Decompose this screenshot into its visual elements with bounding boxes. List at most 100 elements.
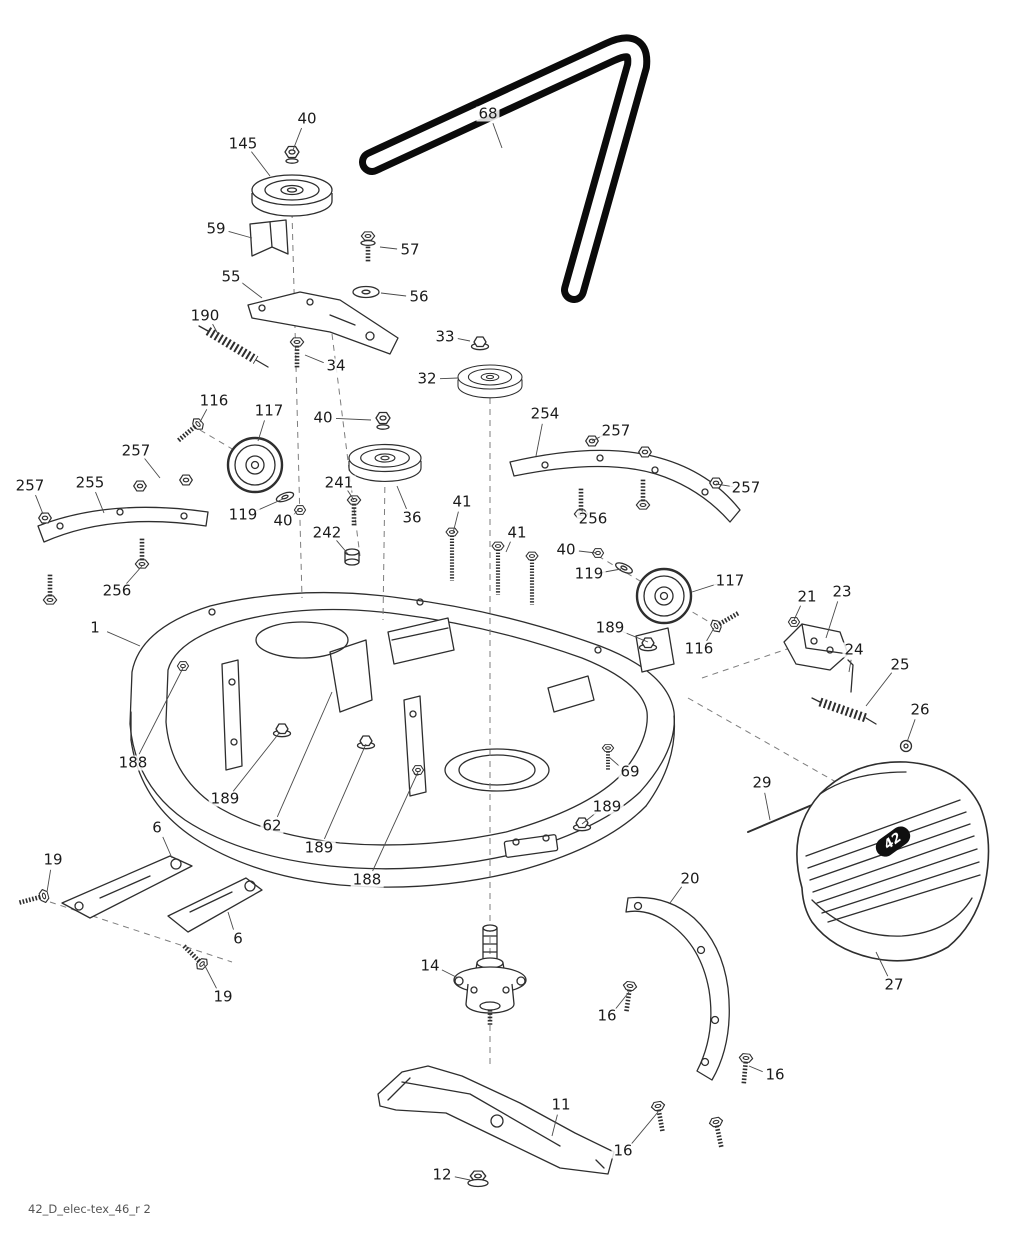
callout-56-6: 56 xyxy=(407,287,431,306)
leader-line-41-24 xyxy=(505,541,511,553)
callout-257-26: 257 xyxy=(729,478,763,497)
leader-line-41-20 xyxy=(452,511,459,534)
leader-line-254-14 xyxy=(535,423,543,457)
leader-line-20-50 xyxy=(669,886,683,904)
leader-line-256-33 xyxy=(125,565,143,585)
leader-line-36-21 xyxy=(396,485,407,510)
callout-23-32: 23 xyxy=(830,582,854,601)
leader-line-40-13 xyxy=(335,417,372,421)
leader-line-19-54 xyxy=(203,963,217,989)
callout-41-24: 41 xyxy=(505,523,529,542)
callout-1-34: 1 xyxy=(88,618,102,637)
leader-line-56-6 xyxy=(380,292,407,297)
callout-59-3: 59 xyxy=(204,219,228,238)
leader-line-26-39 xyxy=(906,719,916,743)
leader-line-6-46 xyxy=(162,836,173,859)
leader-line-55-5 xyxy=(241,282,263,299)
leader-line-32-10 xyxy=(439,377,459,380)
pivot-bolt-241-spacer-242 xyxy=(344,496,361,566)
callout-6-46: 6 xyxy=(150,818,164,837)
callout-21-31: 21 xyxy=(795,587,819,606)
callout-41-20: 41 xyxy=(450,492,474,511)
idler-pulley-145 xyxy=(249,145,333,257)
leader-line-24-37 xyxy=(848,659,852,673)
leader-line-34-9 xyxy=(304,354,324,364)
callout-12-59: 12 xyxy=(430,1165,454,1184)
callout-55-5: 55 xyxy=(219,267,243,286)
leader-line-1-34 xyxy=(106,631,141,647)
callout-62-45: 62 xyxy=(260,816,284,835)
callout-14-52: 14 xyxy=(418,956,442,975)
leader-line-33-8 xyxy=(457,338,471,342)
flat-idler-36 xyxy=(348,411,422,482)
leader-line-6-51 xyxy=(227,911,234,930)
leader-line-57-4 xyxy=(379,246,398,250)
callout-257-16: 257 xyxy=(119,441,153,460)
callout-24-37: 24 xyxy=(842,640,866,659)
brake-arm-255 xyxy=(37,474,209,604)
leader-line-23-32 xyxy=(825,601,839,639)
callout-255-17: 255 xyxy=(73,473,107,492)
leader-line-190-7 xyxy=(212,323,219,335)
document-id-footer: 42_D_elec-tex_46_r 2 xyxy=(28,1202,151,1216)
callout-20-50: 20 xyxy=(678,869,702,888)
callout-117-30: 117 xyxy=(713,571,747,590)
leader-line-255-17 xyxy=(95,491,105,514)
callout-257-15: 257 xyxy=(599,421,633,440)
callout-32-10: 32 xyxy=(415,369,439,388)
leader-line-117-12 xyxy=(257,420,265,442)
leader-line-29-42 xyxy=(764,792,771,821)
callout-256-25: 256 xyxy=(576,509,610,528)
leader-line-62-45 xyxy=(276,691,333,818)
callout-256-33: 256 xyxy=(100,581,134,600)
callout-117-12: 117 xyxy=(252,401,286,420)
callout-40-23: 40 xyxy=(271,511,295,530)
deflector-shield-27 xyxy=(796,761,990,962)
leader-line-241-19 xyxy=(347,490,355,501)
callout-6-51: 6 xyxy=(231,929,245,948)
callout-16-58: 16 xyxy=(611,1141,635,1160)
leader-line-116-11 xyxy=(199,409,208,423)
leader-line-16-55 xyxy=(615,991,630,1009)
leader-line-145-1 xyxy=(251,151,271,177)
callout-188-40: 188 xyxy=(116,753,150,772)
callout-241-19: 241 xyxy=(322,473,356,492)
leader-line-12-59 xyxy=(454,1176,471,1181)
leader-line-257-18 xyxy=(35,494,44,515)
spindle-assembly-14 xyxy=(453,924,527,1025)
callout-189-44: 189 xyxy=(590,797,624,816)
leader-line-11-57 xyxy=(551,1114,558,1137)
callout-57-4: 57 xyxy=(398,240,422,259)
leader-line-40-28 xyxy=(578,550,597,554)
leader-line-27-53 xyxy=(875,951,889,977)
callout-145-1: 145 xyxy=(226,134,260,153)
v-belt xyxy=(359,34,651,303)
leader-line-188-40 xyxy=(138,667,184,755)
callout-40-13: 40 xyxy=(311,408,335,427)
callout-69-41: 69 xyxy=(618,762,642,781)
leader-line-117-30 xyxy=(691,583,718,593)
callout-242-27: 242 xyxy=(310,523,344,542)
callout-40-0: 40 xyxy=(295,109,319,128)
callout-40-28: 40 xyxy=(554,540,578,559)
callout-19-48: 19 xyxy=(41,850,65,869)
callout-190-7: 190 xyxy=(188,306,222,325)
callout-254-14: 254 xyxy=(528,404,562,423)
leader-line-188-49 xyxy=(372,771,419,872)
leader-line-189-47 xyxy=(323,743,367,840)
callout-116-11: 116 xyxy=(197,391,231,410)
callout-19-54: 19 xyxy=(211,987,235,1006)
callout-27-53: 27 xyxy=(882,975,906,994)
leader-line-68-2 xyxy=(492,123,503,149)
callout-33-8: 33 xyxy=(433,327,457,346)
callout-34-9: 34 xyxy=(324,356,348,375)
callout-36-21: 36 xyxy=(400,508,424,527)
spring-190 xyxy=(198,325,269,368)
callout-257-18: 257 xyxy=(13,476,47,495)
leader-line-40-0 xyxy=(292,127,303,151)
bolt-57-washer-56 xyxy=(352,232,380,299)
callout-25-38: 25 xyxy=(888,655,912,674)
